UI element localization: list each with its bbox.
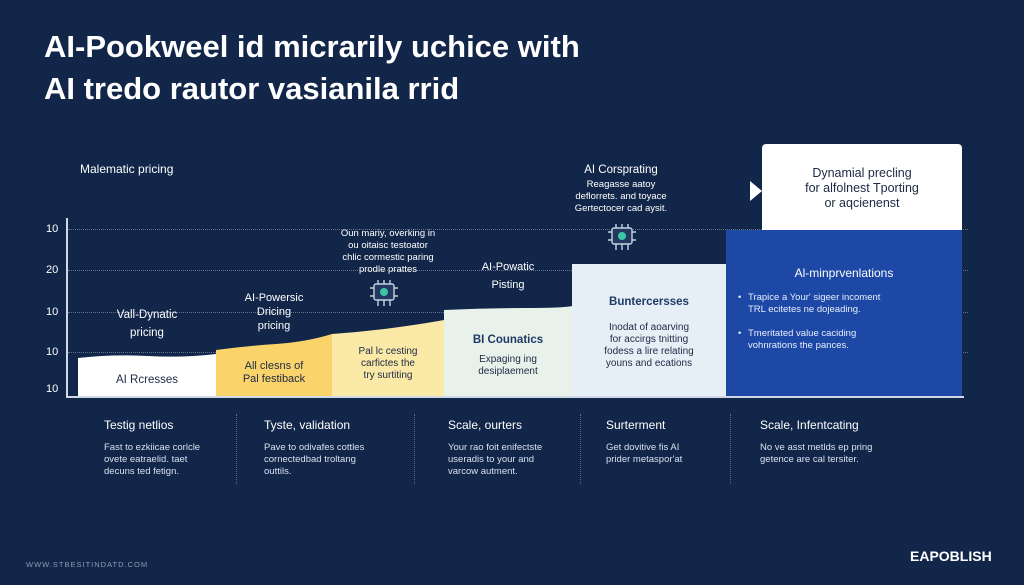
- step-3-label: Pal lc cesting carfictes the try surtiti…: [358, 346, 418, 381]
- column-divider: [236, 414, 237, 484]
- page-title: AI-Pookweel id micrarily uchice with AI …: [44, 26, 580, 110]
- processor-chip-icon: [370, 280, 398, 306]
- panel-bullet: Trapice a Your' sigeer incoment TRL ecit…: [738, 292, 948, 316]
- bottom-column-5: Scale, Infentcating No ve asst metlds ep…: [760, 418, 930, 466]
- y-tick: 10: [46, 383, 59, 395]
- step-4-block: [444, 306, 572, 396]
- step-1-heading: Vall-Dynatic pricing: [116, 309, 178, 339]
- processor-chip-icon: [608, 224, 636, 250]
- step-1-block: [78, 354, 216, 396]
- title-line-2: AI tredo rautor vasianila rrid: [44, 71, 460, 106]
- step-4-heading: AI-Powatic Pisting: [481, 261, 535, 291]
- step-2-block: [216, 334, 332, 396]
- footer-url: WWW.STBESITINDATD.COM: [26, 560, 149, 569]
- step-4-label: Expaging ing desiplaement: [478, 354, 538, 377]
- step-4-title: BI Counatics: [472, 334, 544, 346]
- bottom-heading: Testig netlios: [104, 418, 174, 432]
- y-tick: 10: [46, 346, 59, 358]
- bottom-column-2: Tyste, validation Pave to odivafes cottl…: [264, 418, 414, 478]
- step-5-heading: AI Corsprating Reagasse aatoy deflorrets…: [574, 164, 668, 214]
- step-5-label: Inodat of aoarving for accirgs tnitting …: [604, 322, 694, 369]
- title-line-1: AI-Pookweel id micrarily uchice with: [44, 29, 580, 64]
- x-axis: [68, 396, 964, 398]
- footer-brand-logo: EAPOBLISH: [910, 548, 992, 564]
- step-5-title: Buntercersses: [609, 296, 689, 308]
- step-1-label: AI Rcresses: [116, 374, 178, 386]
- step-2-heading: AI-Powersic Dricing pricing: [244, 292, 304, 332]
- bottom-heading: Scale, ourters: [448, 418, 523, 432]
- step-3-heading: Oun mariy, overking in ou oitaisc testoa…: [340, 228, 436, 275]
- callout-arrow-icon: [750, 181, 762, 201]
- step-3-block: [332, 320, 444, 396]
- y-tick: 10: [46, 306, 59, 318]
- ai-improvements-panel: Al-minprvenlations Trapice a Your' sigee…: [726, 230, 962, 396]
- column-divider: [580, 414, 581, 484]
- panel-bullet: Tmeritated value caciding vohnrations th…: [738, 328, 948, 352]
- y-tick: 10: [46, 223, 59, 235]
- bottom-heading: Tyste, validation: [264, 418, 351, 432]
- column-divider: [730, 414, 731, 484]
- panel-title: Al-minprvenlations: [794, 266, 894, 280]
- callout-text: Dynamial precling for alfolnest Tporting…: [805, 166, 919, 210]
- bottom-heading: Scale, Infentcating: [760, 418, 859, 432]
- callout-box: Dynamial precling for alfolnest Tporting…: [762, 144, 962, 230]
- y-axis: [66, 218, 68, 398]
- grid-line: [68, 270, 968, 271]
- step-2-label: All clesns of Pal festiback: [242, 360, 306, 385]
- step-5-block: [572, 264, 726, 396]
- grid-line: [68, 229, 968, 230]
- bottom-heading: Surterment: [606, 418, 666, 432]
- y-tick: 20: [46, 264, 59, 276]
- axis-label: Malematic pricing: [80, 162, 174, 176]
- column-divider: [414, 414, 415, 484]
